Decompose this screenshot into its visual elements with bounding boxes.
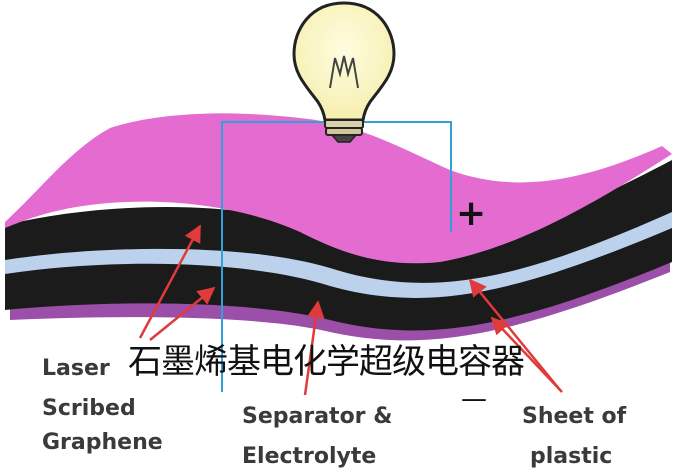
label-separator-electrolyte: Separator & Electrolyte	[242, 404, 392, 470]
separator-line-1: Separator &	[242, 404, 393, 429]
arrow-separator	[303, 300, 325, 396]
lower-graphene-layer	[5, 225, 672, 331]
arrow-laser-upper	[138, 224, 202, 339]
upper-graphene-layer	[5, 160, 672, 283]
laser-line-1: Laser	[42, 356, 110, 381]
laser-line-2: Scribed	[42, 396, 136, 421]
plastic-line-1: Sheet of	[522, 404, 627, 429]
top-plastic-sheet	[5, 113, 672, 264]
minus-sign: —	[461, 384, 487, 414]
arrow-plastic-bottom	[490, 316, 563, 393]
separator-line-2: Electrolyte	[242, 444, 377, 469]
label-sheet-of-plastic: Sheet of plastic	[522, 404, 626, 470]
positive-wire	[357, 121, 452, 232]
plus-sign: +	[456, 193, 487, 234]
plastic-line-2: plastic	[530, 444, 613, 469]
label-laser-scribed-graphene: Laser Scribed Graphene	[42, 356, 163, 456]
laser-line-3: Graphene	[42, 430, 163, 455]
light-bulb-icon	[292, 1, 396, 143]
chinese-title-overlay: 石墨烯基电化学超级电容器	[128, 342, 525, 382]
arrow-laser-lower	[149, 286, 216, 341]
negative-wire	[221, 121, 330, 392]
arrow-plastic-top	[468, 278, 561, 391]
separator-layer	[5, 210, 672, 298]
